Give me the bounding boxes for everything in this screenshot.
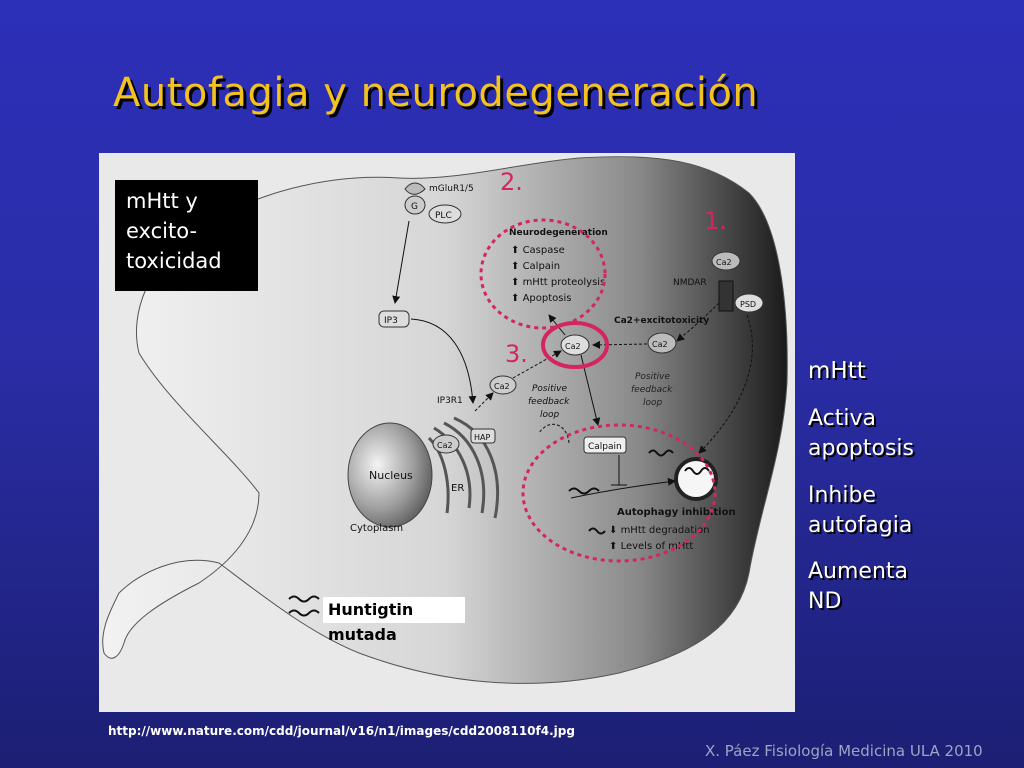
marker-one: 1. (704, 207, 727, 235)
loop-left-line-1: feedback (528, 397, 570, 407)
g-protein-label: G (411, 202, 418, 212)
cytoplasm-label: Cytoplasm (350, 523, 403, 534)
ca-right-label: Ca2 (652, 340, 668, 349)
neurodegeneration-list: Neurodegeneration ⬆ Caspase ⬆ Calpain ⬆ … (509, 228, 608, 304)
nucleus: Nucleus (347, 422, 433, 528)
ca-membrane-label: Ca2 (716, 258, 732, 267)
side-item-aumenta: Aumenta (808, 559, 909, 584)
ip3-node: IP3 (378, 310, 410, 328)
neuro-item-2: ⬆ mHtt proteolysis (511, 277, 605, 288)
neuro-item-1: ⬆ Calpain (511, 261, 560, 272)
loop-right-label: Positive feedback loop (631, 372, 673, 408)
autophagy-item-1: ⬆ Levels of mHtt (609, 541, 693, 552)
arrow-right-center (592, 340, 648, 349)
loop-left-label: Positive feedback loop (528, 384, 570, 420)
neuro-item-3: ⬆ Apoptosis (511, 293, 571, 304)
ip3r1-label: IP3R1 (437, 396, 463, 406)
marker-two: 2. (500, 168, 523, 196)
marker-three: 3. (505, 340, 528, 368)
overlay-line-1: mHtt y (126, 189, 198, 213)
overlay-line-3: toxicidad (126, 249, 222, 273)
neuro-title: Neurodegeneration (509, 228, 608, 238)
diagram-canvas: Nucleus ER Cytoplasm G PLC mGluR1/5 IP3 … (99, 153, 795, 712)
receptor-label: mGluR1/5 (429, 184, 474, 194)
ca-center-label: Ca2 (565, 342, 581, 351)
calpain-node: Calpain (583, 436, 627, 454)
loop-left-line-0: Positive (532, 384, 567, 394)
arrow-plc-ip3 (392, 220, 410, 304)
ip3-label: IP3 (384, 316, 398, 326)
ca-right-node: Ca2 (647, 332, 677, 354)
huntingtin-squiggles (288, 449, 674, 617)
er-label: ER (451, 483, 464, 494)
side-item-nd: ND (808, 589, 842, 614)
arrow-loop-left (538, 423, 570, 444)
autophagy-highlight-ring (521, 423, 717, 563)
neuro-highlight-ring (479, 218, 607, 330)
slide-title: Autofagia y neurodegeneración (113, 70, 759, 116)
huntingtin-label-box: Huntigtin mutada (323, 597, 465, 644)
huntingtin-line-1: Huntigtin (328, 600, 414, 619)
mglur-receptor: G PLC mGluR1/5 (404, 182, 474, 224)
neuro-item-0: ⬆ Caspase (511, 245, 565, 256)
huntingtin-line-2: mutada (328, 625, 397, 644)
side-item-apoptosis: apoptosis (808, 436, 914, 461)
plc-label: PLC (435, 211, 452, 221)
loop-right-line-0: Positive (635, 372, 670, 382)
arrow-er-ca (474, 392, 494, 412)
loop-right-line-2: loop (643, 398, 663, 408)
hap-label: HAP (474, 433, 490, 442)
side-item-autofagia: autofagia (808, 513, 913, 538)
source-url: http://www.nature.com/cdd/journal/v16/n1… (108, 724, 575, 738)
ca-center-node: Ca2 (560, 334, 590, 356)
neuron-cell-body (102, 156, 788, 684)
psd-label: PSD (740, 300, 756, 309)
side-item-activa: Activa (808, 406, 876, 431)
ca-er-node: Ca2 (432, 434, 460, 454)
ca-cyto-label: Ca2 (494, 382, 510, 391)
autophagy-list: Autophagy inhibition ⬇ mHtt degradation … (609, 507, 736, 552)
ca-highlight-ring (541, 321, 609, 369)
nmdar-label: NMDAR (673, 278, 707, 288)
side-heading: mHtt (808, 358, 866, 384)
arrow-nmdar-ca (676, 302, 720, 342)
nucleus-label: Nucleus (369, 469, 413, 482)
credit-footer: X. Páez Fisiología Medicina ULA 2010 (705, 742, 983, 760)
nmdar-channel: NMDAR Ca2 PSD (673, 251, 764, 313)
autophagy-diagram: Nucleus ER Cytoplasm G PLC mGluR1/5 IP3 … (99, 153, 795, 712)
autophagosome (674, 457, 718, 501)
hap-node: HAP (470, 428, 496, 444)
arrow-mhtt-autophagosome (570, 477, 676, 499)
loop-right-line-1: feedback (631, 385, 673, 395)
arrow-cyto-center (512, 350, 562, 379)
autophagy-title: Autophagy inhibition (617, 507, 736, 518)
loop-left-line-2: loop (540, 410, 560, 420)
excitotoxicity-label: Ca2+excitotoxicity (614, 316, 709, 326)
ca-er-label: Ca2 (437, 441, 453, 450)
side-item-inhibe: Inhibe (808, 483, 876, 508)
arrow-ip3-receptor (410, 318, 477, 404)
autophagy-item-0: ⬇ mHtt degradation (609, 525, 710, 536)
overlay-line-2: excito- (126, 219, 198, 243)
mhtt-excitotoxicity-box: mHtt y excito- toxicidad (115, 180, 258, 291)
arrow-loop-right (698, 314, 753, 454)
calpain-label: Calpain (588, 442, 622, 452)
ca-cyto-node: Ca2 (489, 375, 517, 395)
